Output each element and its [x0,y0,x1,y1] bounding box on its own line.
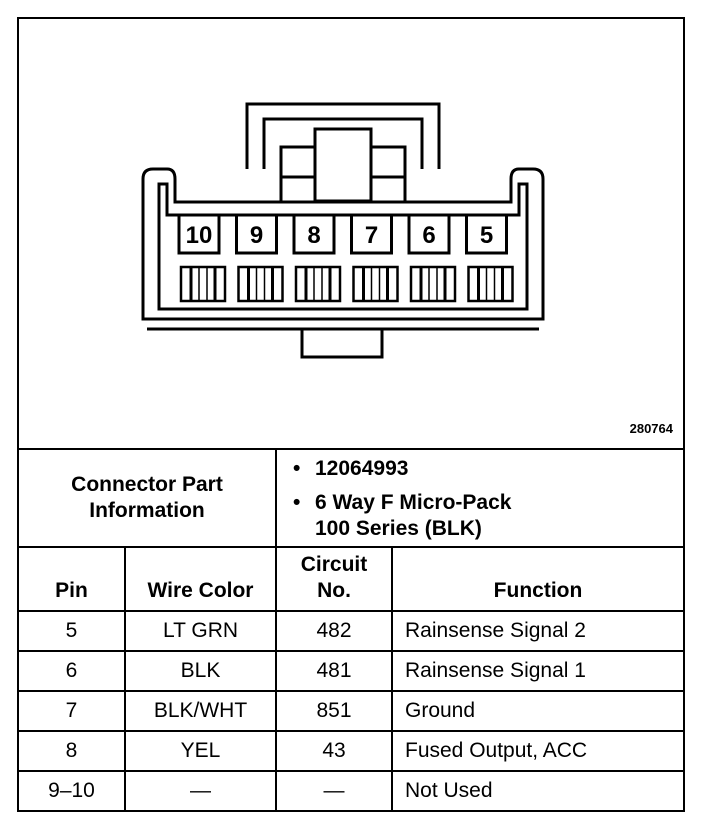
pin-number-label: 8 [307,222,320,249]
cell-function: Not Used [391,770,683,810]
terminal-slot [352,265,399,303]
connector-inner [157,182,529,311]
pin-number-label: 6 [422,222,435,249]
cell-wire-color: BLK/WHT [124,690,277,732]
latch-housing [245,102,441,169]
cell-circuit: 481 [275,650,393,692]
cell-circuit: 482 [275,610,393,652]
cell-function: Ground [391,690,683,732]
part-description-line1: 6 Way F Micro-Pack [293,490,683,516]
table-row: 8 YEL 43 Fused Output, ACC [19,730,683,772]
cell-circuit: — [275,770,393,810]
pin-cavity: 10 [177,213,227,303]
table-row: 6 BLK 481 Rainsense Signal 1 [19,650,683,692]
pin-number-box [177,213,221,255]
part-info-label-line1: Connector Part [71,473,223,496]
connector-diagram-area: 10 9 8 7 6 5 280764 [19,19,683,450]
pin-cavity: 6 [407,213,457,303]
cell-wire-color: BLK [124,650,277,692]
cell-function: Rainsense Signal 1 [391,650,683,692]
header-circuit-line1: Circuit [300,553,368,576]
cell-wire-color: — [124,770,277,810]
latch-inner [262,117,424,169]
header-circuit: Circuit No. [275,546,393,612]
header-pin: Pin [19,546,126,612]
figure-id: 280764 [629,421,673,436]
table-row: 5 LT GRN 482 Rainsense Signal 2 [19,610,683,652]
terminal-slot [237,265,284,303]
cell-pin: 8 [19,730,126,772]
header-function: Function [391,546,683,612]
terminal-slot [467,265,514,303]
connector-info-table: Connector Part Information 12064993 6 Wa… [19,450,683,810]
table-row: 7 BLK/WHT 851 Ground [19,690,683,732]
part-info-label-line2: Information [89,499,205,522]
cell-wire-color: LT GRN [124,610,277,652]
pin-number-label: 5 [480,222,493,249]
part-info-details: 12064993 6 Way F Micro-Pack 100 Series (… [275,450,683,548]
cell-circuit: 43 [275,730,393,772]
pin-cavities: 10 9 8 7 6 5 [177,213,514,303]
latch-tab [313,127,373,203]
table-row: 9–10 — — Not Used [19,770,683,810]
header-wire-color: Wire Color [124,546,277,612]
cell-circuit: 851 [275,690,393,732]
pin-number-box [407,213,451,255]
cell-pin: 7 [19,690,126,732]
part-description-line2: 100 Series (BLK) [315,517,482,540]
cell-function: Rainsense Signal 2 [391,610,683,652]
part-info-row: Connector Part Information 12064993 6 Wa… [19,450,683,548]
pin-cavity: 7 [350,213,399,303]
pin-cavity: 9 [235,213,284,303]
pin-number-label: 10 [186,222,213,249]
terminal-slot [294,265,342,303]
pin-number-box [292,213,336,255]
pin-number-label: 9 [250,222,263,249]
connector-drawing: 10 9 8 7 6 5 [141,102,545,359]
part-number: 12064993 [293,456,683,482]
pin-number-box [350,213,393,255]
cell-wire-color: YEL [124,730,277,772]
pin-cavity: 8 [292,213,342,303]
bottom-tab [300,327,384,359]
pin-number-label: 7 [365,222,378,249]
cell-pin: 5 [19,610,126,652]
cell-pin: 9–10 [19,770,126,810]
pin-number-box [235,213,278,255]
part-info-label: Connector Part Information [19,450,277,548]
cell-function: Fused Output, ACC [391,730,683,772]
cell-pin: 6 [19,650,126,692]
pin-cavity: 5 [465,213,514,303]
header-row: Pin Wire Color Circuit No. Function [19,546,683,612]
terminal-slot [409,265,457,303]
pin-number-box [465,213,508,255]
header-circuit-line2: No. [317,579,351,602]
terminal-slot [179,265,227,303]
